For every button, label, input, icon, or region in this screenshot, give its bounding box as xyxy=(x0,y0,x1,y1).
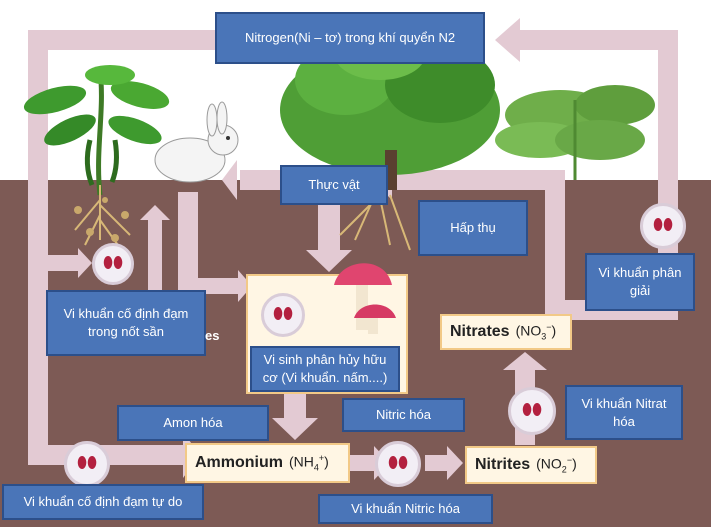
bacteria-icon: ⬮⬮ xyxy=(640,203,686,249)
nodule-fixers-label: Vi khuẩn cố định đạm trong nốt sần xyxy=(46,290,206,356)
ammonification-label: Amon hóa xyxy=(117,405,269,441)
absorption-label: Hấp thụ xyxy=(418,200,528,256)
bacteria-icon: ⬮⬮ xyxy=(261,293,305,337)
nitrites-name: Nitrites xyxy=(475,456,531,473)
nitrites-formula: (NO2−) xyxy=(536,455,577,475)
nitrates-name: Nitrates xyxy=(450,323,510,340)
plants-label: Thực vật xyxy=(280,165,388,205)
stray-text: es xyxy=(205,328,220,343)
nitrite-bacteria-label: Vi khuẩn Nitric hóa xyxy=(318,494,493,524)
root-nodules xyxy=(74,197,129,242)
free-fixers-label: Vi khuẩn cố định đạm tự do xyxy=(2,484,204,520)
bean-plant xyxy=(23,65,170,196)
right-plant xyxy=(495,85,655,180)
nitrates-formula: (NO3−) xyxy=(515,322,557,342)
nitrates-box: Nitrates (NO3−) xyxy=(440,314,572,350)
bean-roots xyxy=(74,185,131,249)
rabbit xyxy=(154,101,239,183)
nitrate-bacteria-label: Vi khuẩn Nitrat hóa xyxy=(565,385,683,440)
decomposer-bacteria-label: Vi khuẩn phân giải xyxy=(585,253,695,311)
ammonium-formula: (NH4+) xyxy=(289,453,329,473)
bacteria-icon: ⬮⬮ xyxy=(508,387,556,435)
atmosphere-label: Nitrogen(Ni – tơ) trong khí quyển N2 xyxy=(215,12,485,64)
ammonium-name: Ammonium xyxy=(195,454,283,471)
bacteria-icon: ⬮⬮ xyxy=(64,441,110,487)
nitrites-box: Nitrites (NO2−) xyxy=(465,446,597,484)
nitrification-label: Nitric hóa xyxy=(342,398,465,432)
decomposers-label: Vi sinh phân hủy hữu cơ (Vi khuẩn. nấm..… xyxy=(250,346,400,392)
ammonium-box: Ammonium (NH4+) xyxy=(185,443,350,483)
bacteria-icon: ⬮⬮ xyxy=(375,441,421,487)
bacteria-icon: ⬮⬮ xyxy=(92,243,134,285)
